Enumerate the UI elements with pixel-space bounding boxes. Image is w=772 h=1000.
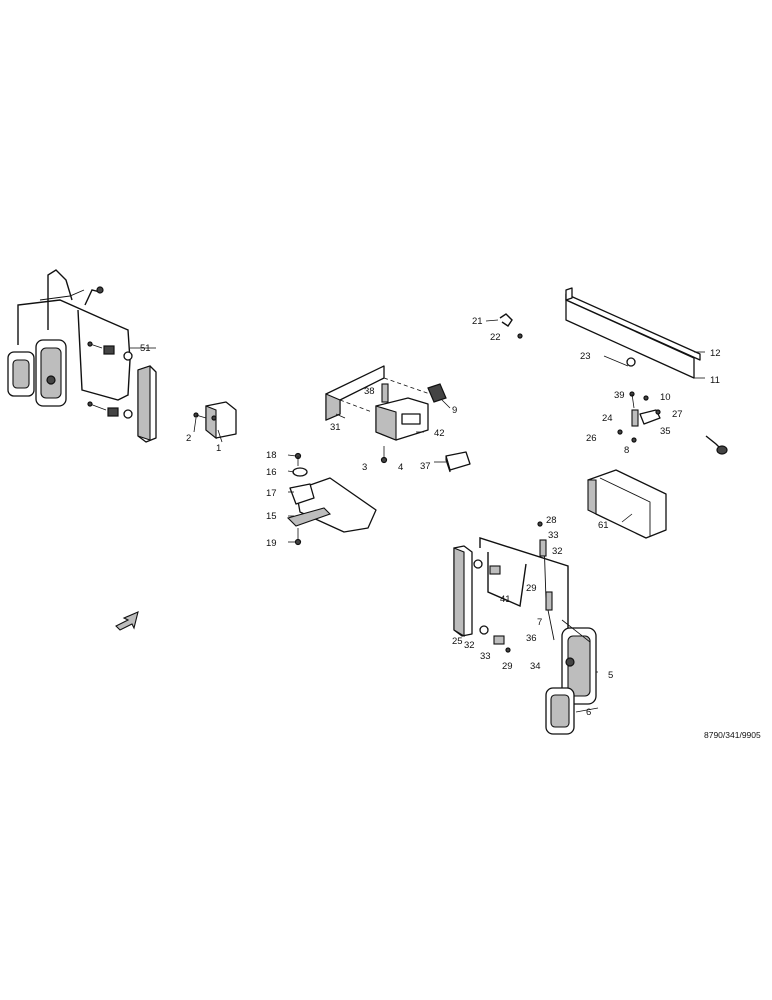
callout-label: 4 xyxy=(398,462,403,473)
callout-label: 2 xyxy=(186,433,191,444)
callout-label: 31 xyxy=(330,422,341,433)
mirror-bracket-25 xyxy=(453,545,473,637)
callout-label: 39 xyxy=(614,390,625,401)
sun-visor-assembly xyxy=(286,452,377,546)
roller-blind-23 xyxy=(565,287,705,379)
callout-label: 22 xyxy=(490,332,501,343)
callout-label: 15 xyxy=(266,511,277,522)
screw-38 xyxy=(381,383,389,403)
bushing-9 xyxy=(427,383,447,403)
hook-assembly xyxy=(617,391,661,443)
callout-label: 9 xyxy=(452,405,457,416)
callout-label: 33 xyxy=(548,530,559,541)
bracket-part-1 xyxy=(193,401,237,440)
callout-label: 23 xyxy=(580,351,591,362)
callout-labels: 1 2 3 4 5 6 7 8 9 10 11 12 15 16 17 18 1… xyxy=(140,316,721,718)
callout-label: 36 xyxy=(526,633,537,644)
coat-hook xyxy=(705,435,728,455)
screw-3-4 xyxy=(380,446,388,464)
callout-label: 6 xyxy=(586,707,591,718)
callout-label: 19 xyxy=(266,538,277,549)
large-mirror-5 xyxy=(561,627,597,705)
callout-label: 10 xyxy=(660,392,671,403)
callout-label: 25 xyxy=(452,636,463,647)
console-bracket-31 xyxy=(325,365,431,421)
right-mirror-assembly xyxy=(453,521,597,735)
left-mirror-assembly xyxy=(7,269,157,443)
callout-label: 35 xyxy=(660,426,671,437)
small-mirror-6 xyxy=(545,687,575,735)
callout-label: 5 xyxy=(608,670,613,681)
callout-label: 32 xyxy=(552,546,563,557)
callout-label: 21 xyxy=(472,316,483,327)
callout-label: 11 xyxy=(710,375,720,386)
clip-21 xyxy=(499,313,523,339)
callout-label: 29 xyxy=(502,661,513,672)
callout-label: 38 xyxy=(364,386,375,397)
callout-label: 8 xyxy=(624,445,629,456)
callout-label: 32 xyxy=(464,640,475,651)
callout-label: 41 xyxy=(500,594,511,605)
callout-label: 16 xyxy=(266,467,277,478)
front-arrow-icon xyxy=(115,611,139,631)
mirror-bracket-51 xyxy=(137,365,157,443)
callout-label: 12 xyxy=(710,348,721,359)
callout-label: 61 xyxy=(598,520,609,531)
small-mirror-left xyxy=(7,351,35,397)
callout-label: 42 xyxy=(434,428,445,439)
callout-label: 17 xyxy=(266,488,277,499)
housing-42 xyxy=(375,397,429,441)
callout-label: 28 xyxy=(546,515,557,526)
callout-label: 7 xyxy=(537,617,542,628)
callout-label: 26 xyxy=(586,433,597,444)
callout-label: 37 xyxy=(420,461,431,472)
callout-label: 24 xyxy=(602,413,613,424)
callout-label: 18 xyxy=(266,450,277,461)
callout-label: 34 xyxy=(530,661,541,672)
large-mirror-left xyxy=(35,339,67,407)
callout-label: 51 xyxy=(140,343,151,354)
callout-label: 33 xyxy=(480,651,491,662)
callout-label: 29 xyxy=(526,583,537,594)
callout-label: 1 xyxy=(216,443,221,454)
leader-lines xyxy=(140,319,633,713)
storage-tray-61 xyxy=(587,469,667,539)
callout-label: 3 xyxy=(362,462,367,473)
cap-37 xyxy=(445,451,471,473)
drawing-number: 8790/341/9905 xyxy=(704,730,761,740)
callout-label: 27 xyxy=(672,409,683,420)
